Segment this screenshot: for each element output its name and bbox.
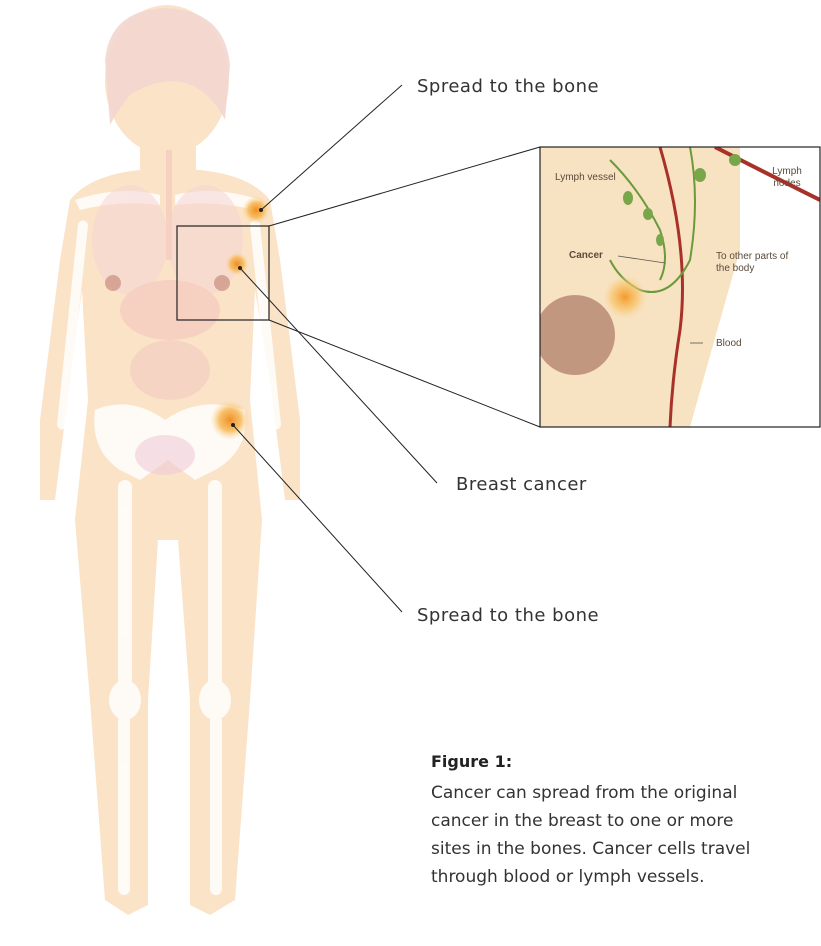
- label-breast-cancer: Breast cancer: [456, 474, 587, 495]
- caption-title: Figure 1:: [431, 752, 811, 771]
- inset-label-lymph-nodes: Lymph nodes: [762, 166, 812, 190]
- inset-label-lymph-vessel: Lymph vessel: [555, 172, 616, 184]
- tumor-pelvis: [210, 400, 250, 440]
- tumor-shoulder: [242, 196, 270, 224]
- caption-text: Cancer can spread from the original canc…: [431, 779, 766, 891]
- label-spread-to-bone-upper: Spread to the bone: [417, 76, 599, 97]
- inset-label-blood: Blood: [716, 338, 742, 350]
- tumor-breast: [225, 252, 249, 276]
- figure-caption: Figure 1: Cancer can spread from the ori…: [431, 752, 811, 891]
- inset-label-cancer: Cancer: [569, 250, 603, 262]
- inset-label-to-other-parts: To other parts of the body: [716, 251, 801, 275]
- label-spread-to-bone-lower: Spread to the bone: [417, 605, 599, 626]
- nipple-left: [105, 275, 121, 291]
- nipple-right: [214, 275, 230, 291]
